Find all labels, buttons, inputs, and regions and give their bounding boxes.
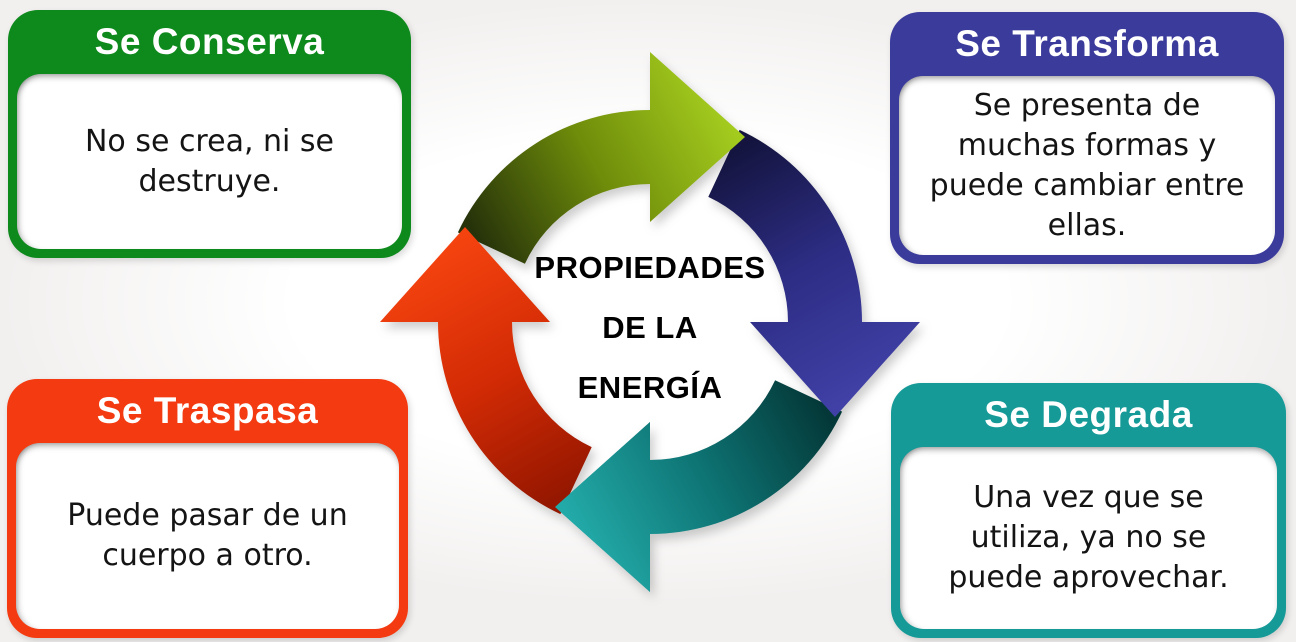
card-se-conserva: Se Conserva No se crea, ni se destruye. [8,10,411,258]
card-title: Se Degrada [984,394,1193,435]
card-title: Se Conserva [94,21,325,62]
cycle-arrows-icon [380,52,920,592]
card-title-bar: Se Transforma [890,12,1284,76]
center-title-line: PROPIEDADES [534,250,766,285]
card-title-bar: Se Degrada [891,383,1286,447]
card-se-transforma: Se Transforma Se presenta de muchas form… [890,12,1284,264]
card-body: Se presenta de muchas formas y puede cam… [899,76,1275,255]
card-title: Se Transforma [955,23,1219,64]
card-se-traspasa: Se Traspasa Puede pasar de un cuerpo a o… [7,379,408,638]
center-title: PROPIEDADES DE LA ENERGÍA [510,238,790,418]
card-title: Se Traspasa [96,390,319,431]
card-title-bar: Se Traspasa [7,379,408,443]
card-body: Puede pasar de un cuerpo a otro. [16,443,399,629]
card-title-bar: Se Conserva [8,10,411,74]
green-arrow [457,52,745,264]
card-body: Una vez que se utiliza, ya no se puede a… [900,447,1277,629]
center-title-line: ENERGÍA [577,370,723,405]
center-title-line: DE LA [602,310,698,345]
teal-arrow-head [555,422,650,592]
card-se-degrada: Se Degrada Una vez que se utiliza, ya no… [891,383,1286,638]
card-body: No se crea, ni se destruye. [17,74,402,249]
blue-arrow [708,129,920,417]
red-arrow [380,227,592,515]
